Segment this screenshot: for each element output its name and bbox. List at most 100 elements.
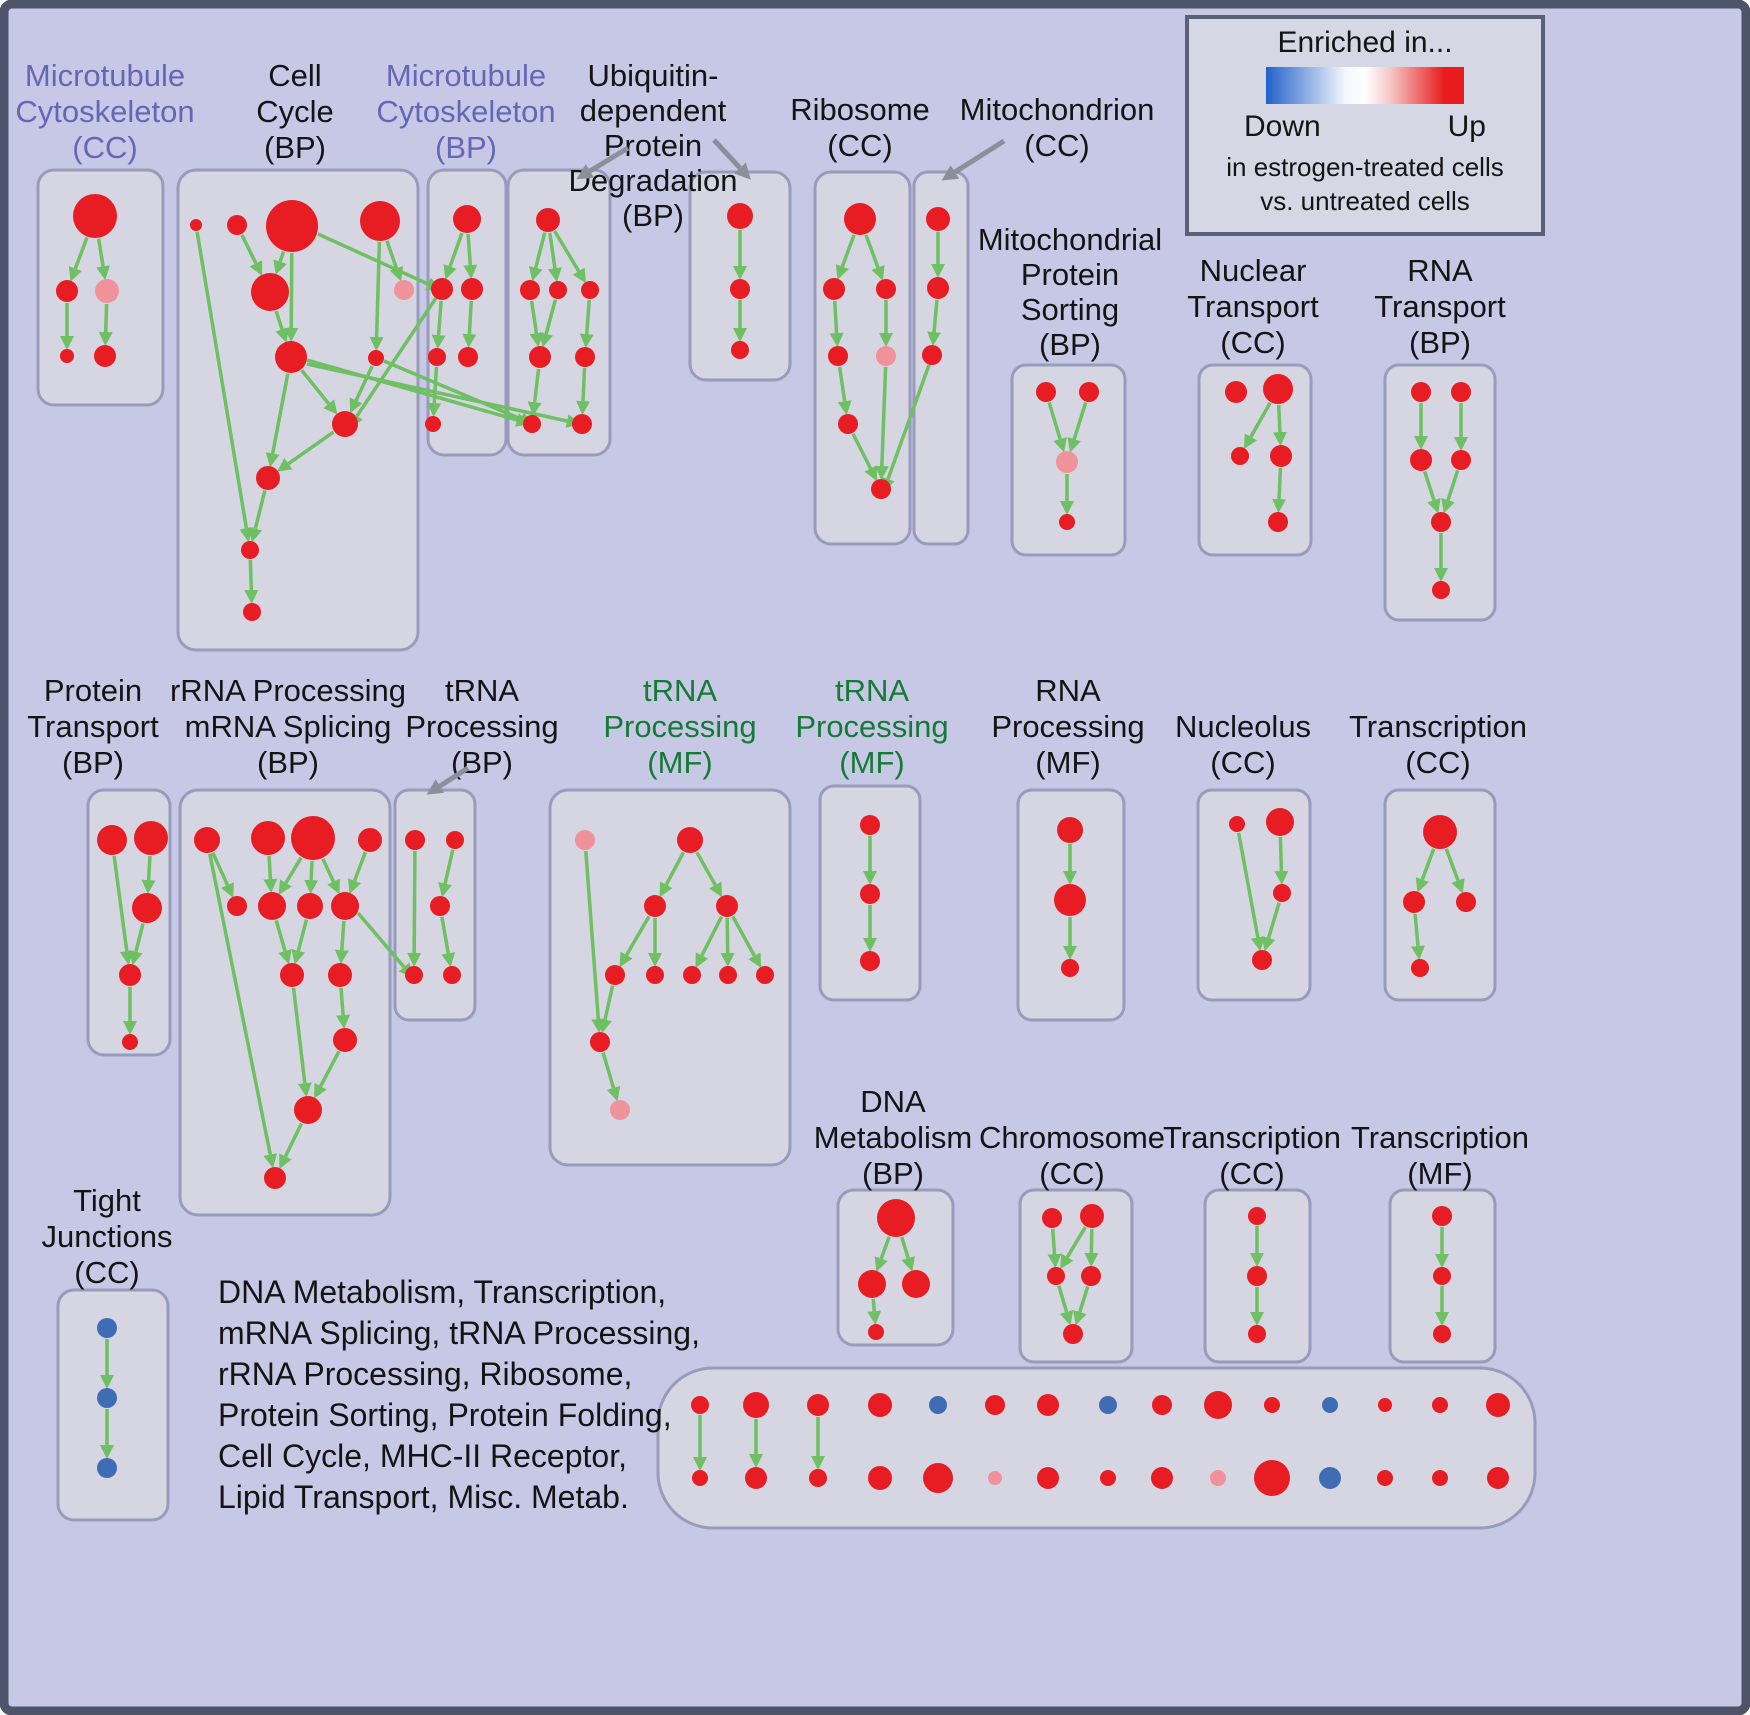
cross-edge-6 [881,364,931,493]
node-trna-processing-bp-2 [430,896,450,916]
edge-trna-processing-mf-9-10 [601,1052,621,1102]
node-transcription-cc-1 [1403,891,1425,913]
node-trna-processing-mf-2-2 [860,951,880,971]
cross-edge-4 [349,297,438,428]
misc-line-3: rRNA Processing, Ribosome, [218,1356,633,1392]
edge-cell-cycle-bp-0-10 [195,231,254,543]
legend-up-label: Up [1447,110,1486,143]
edge-cell-cycle-bp-6-8 [300,369,338,415]
edge-rrna-processing-mrna-splicing-bp-7-9 [334,920,349,965]
edge-nuclear-transport-cc-3-4 [1272,467,1287,514]
node-microtubule-cytoskeleton-bp-2 [461,278,483,300]
node-mixed-functions-3 [868,1393,892,1417]
edge-rna-transport-bp-2-4 [1423,470,1441,514]
edge-ribosome-cc-3-5 [837,366,852,416]
node-trna-processing-mf-2 [644,895,666,917]
edge-cell-cycle-bp-3-5 [385,240,404,282]
edge-microtubule-cytoskeleton-bp-0-1 [443,232,464,280]
node-mixed-functions-16 [745,1467,767,1489]
node-ribosome-cc-3 [828,346,848,366]
edge-microtubule-cytoskeleton-cc-0-1 [68,236,89,282]
cross-edge-5 [356,911,414,978]
node-trna-processing-bp-4 [443,966,461,984]
node-nucleolus-cc-1 [1266,808,1294,836]
misc-line-5: Cell Cycle, MHC-II Receptor, [218,1438,627,1474]
node-rrna-processing-mrna-splicing-bp-11 [294,1096,322,1124]
cluster-box-chromosome-cc [1018,1188,1134,1364]
edge-ribosome-cc-0-1 [835,234,856,280]
node-rrna-processing-mrna-splicing-bp-0 [194,827,220,853]
node-mixed-functions-12 [1378,1398,1392,1412]
edge-rrna-processing-mrna-splicing-bp-6-8 [291,919,309,965]
node-nucleolus-cc-3 [1252,950,1272,970]
node-trna-processing-mf-3 [716,895,738,917]
edge-trna-processing-mf-3-6 [695,915,724,968]
node-nucleolus-cc-2 [1273,884,1291,902]
node-chromosome-cc-4 [1063,1324,1083,1344]
edge-cell-cycle-bp-4-6 [274,310,289,343]
node-nuclear-transport-cc-0 [1225,381,1247,403]
edge-ubiquitin-protein-degradation-bp-0-1 [528,232,547,282]
label-pointer-arrow-1 [712,138,751,180]
edge-ubiquitin-protein-degradation-bp-2-4 [539,299,558,348]
edge-mitochondrial-protein-sorting-bp-0-2 [1047,402,1067,453]
legend-title: Enriched in... [1277,26,1453,59]
edges [60,230,1468,1471]
node-mixed-functions-18 [868,1466,892,1490]
node-dna-metabolism-bp-3 [868,1324,884,1340]
node-mixed-functions-25 [1254,1460,1290,1496]
node-cell-cycle-bp-7 [368,350,384,366]
node-microtubule-cytoskeleton-cc-0 [73,194,117,238]
node-chromosome-cc-3 [1081,1266,1101,1286]
node-mixed-functions-1 [743,1392,769,1418]
edge-microtubule-cytoskeleton-cc-2-4 [98,303,113,347]
edge-nucleolus-cc-0-3 [1236,832,1265,952]
node-trna-processing-mf-2-1 [860,884,880,904]
edge-cell-cycle-bp-10-11 [244,559,259,605]
node-transcription-mf-1 [1433,1267,1451,1285]
node-mixed-functions-10 [1264,1397,1280,1413]
edge-rrna-processing-mrna-splicing-bp-2-5 [278,856,303,895]
legend-caption-line1: in estrogen-treated cells [1226,152,1504,182]
edge-nucleolus-cc-2-3 [1261,902,1281,952]
node-rrna-processing-mrna-splicing-bp-9 [328,963,352,987]
cluster-box-mixed-functions [656,1366,1537,1530]
node-transcription-cc-2-1 [1247,1266,1267,1286]
edge-cell-cycle-bp-9-10 [248,490,267,543]
edge-transcription-cc-1-3 [1411,913,1425,961]
node-chromosome-cc-0 [1042,1208,1062,1228]
cross-edge-2 [383,359,534,426]
edge-ubiquitin-protein-degradation-bp-4-6 [527,368,542,417]
node-chromosome-cc-2 [1047,1267,1065,1285]
node-mitochondrial-protein-sorting-bp-0 [1036,382,1056,402]
node-ubiquitin-protein-degradation-bp-7 [572,414,592,434]
node-tight-junctions-cc-2 [97,1458,117,1478]
node-mitochondrial-protein-sorting-bp-3 [1059,514,1075,530]
label-pointer-arrow-0 [576,145,630,180]
node-nuclear-transport-cc-2 [1231,447,1249,465]
node-ubiquitin-protein-degradation-bp-6 [523,415,541,433]
node-transcription-cc-0 [1423,815,1457,849]
cluster-box-dna-metabolism-bp [836,1188,955,1347]
legend: Enriched in... Down Up in estrogen-treat… [1185,15,1545,236]
node-mixed-functions-8 [1152,1395,1172,1415]
node-protein-transport-bp-1 [134,821,168,855]
edge-ubiquitin-protein-degradation-bp-5-7 [576,367,591,416]
legend-down-label: Down [1244,110,1321,143]
node-ubiquitin-protein-degradation-bp-4 [529,346,551,368]
edge-protein-transport-bp-0-3 [112,855,134,966]
node-ubiquitin-protein-degradation-bp-0 [536,208,560,232]
cluster-label-transcription-cc: Transcription(CC) [1349,709,1527,780]
node-transcription-cc-2-0 [1248,1207,1266,1225]
cluster-box-rna-transport-bp [1383,363,1497,622]
node-cell-cycle-bp-4 [251,273,289,311]
edge-rrna-processing-mrna-splicing-bp-11-12 [279,1122,304,1170]
node-trna-processing-bp-1 [446,831,464,849]
